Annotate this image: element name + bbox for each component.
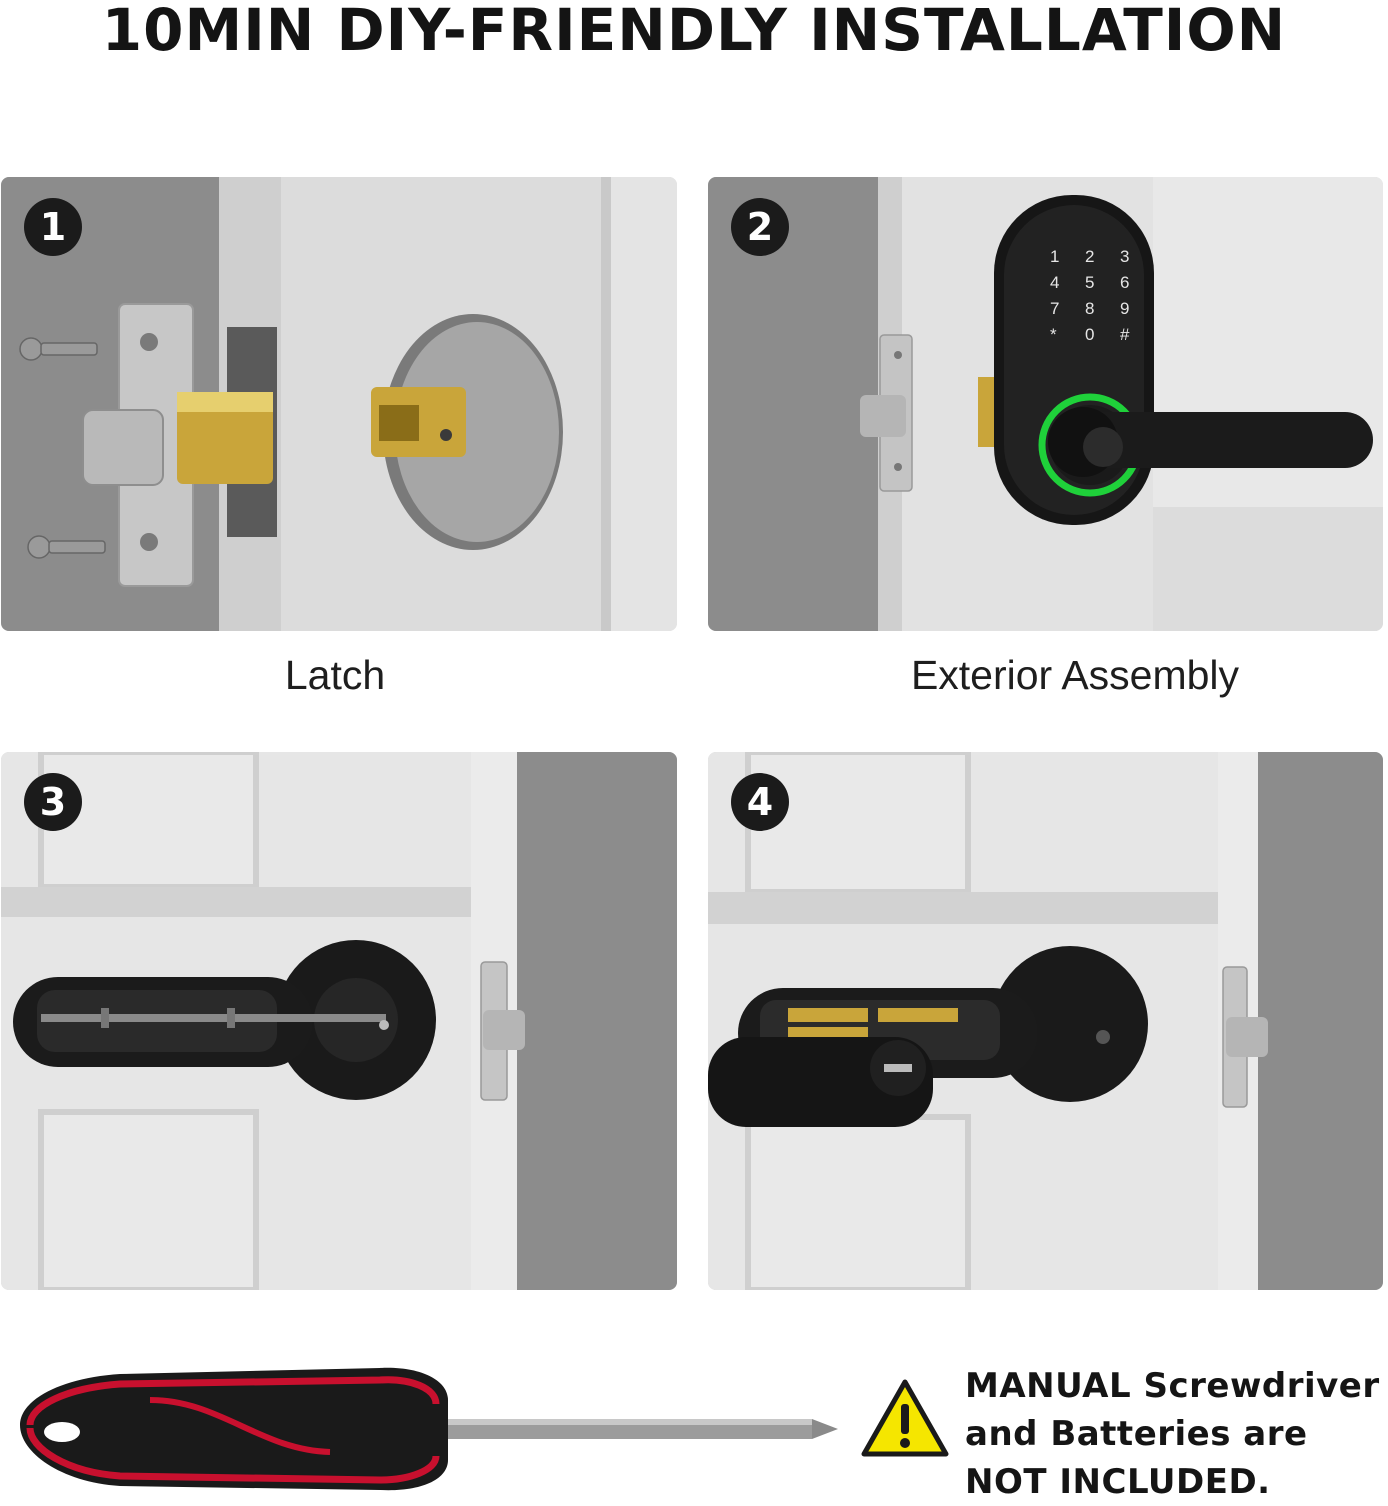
keypad-key-9[interactable]: 9 xyxy=(1120,299,1130,318)
step-2-panel: 2 1 2 3 4 5 6 7 8 9 * 0 # xyxy=(708,177,1383,631)
keypad-key-1[interactable]: 1 xyxy=(1050,247,1060,266)
battery-install-illustration xyxy=(708,752,1383,1290)
keypad-key-4[interactable]: 4 xyxy=(1050,273,1060,292)
keypad-key-0[interactable]: 0 xyxy=(1085,325,1095,344)
step-1-panel: 1 xyxy=(1,177,677,631)
step-3-badge: 3 xyxy=(24,773,82,831)
keypad-key-6[interactable]: 6 xyxy=(1120,273,1130,292)
keypad-key-2[interactable]: 2 xyxy=(1085,247,1095,266)
keypad-key-3[interactable]: 3 xyxy=(1120,247,1130,266)
keypad-key-7[interactable]: 7 xyxy=(1050,299,1060,318)
keypad-key-hash[interactable]: # xyxy=(1120,325,1130,344)
latch-illustration xyxy=(1,177,677,631)
step-3-panel: 3 xyxy=(1,752,677,1290)
keypad-key-star[interactable]: * xyxy=(1050,325,1057,344)
keypad-key-8[interactable]: 8 xyxy=(1085,299,1095,318)
step-2-caption: Exterior Assembly xyxy=(910,652,1240,698)
exterior-assembly-illustration xyxy=(708,177,1383,631)
keypad: 1 2 3 4 5 6 7 8 9 * 0 # xyxy=(1050,247,1150,349)
step-2-badge: 2 xyxy=(731,198,789,256)
step-1-caption: Latch xyxy=(284,652,386,698)
not-included-notice: MANUAL Screwdriver and Batteries are NOT… xyxy=(965,1362,1385,1506)
warning-triangle-icon xyxy=(861,1379,949,1457)
step-1-badge: 1 xyxy=(24,198,82,256)
step-4-badge: 4 xyxy=(731,773,789,831)
step-4-panel: 4 xyxy=(708,752,1383,1290)
page-title: 10MIN DIY-FRIENDLY INSTALLATION xyxy=(101,0,1287,64)
screwdriver-illustration xyxy=(20,1367,949,1491)
interior-assembly-illustration xyxy=(1,752,677,1290)
keypad-key-5[interactable]: 5 xyxy=(1085,273,1095,292)
notice-line-1: MANUAL Screwdriver xyxy=(965,1366,1380,1406)
notice-line-2: and Batteries are xyxy=(965,1414,1308,1454)
notice-line-3: NOT INCLUDED. xyxy=(965,1462,1271,1502)
